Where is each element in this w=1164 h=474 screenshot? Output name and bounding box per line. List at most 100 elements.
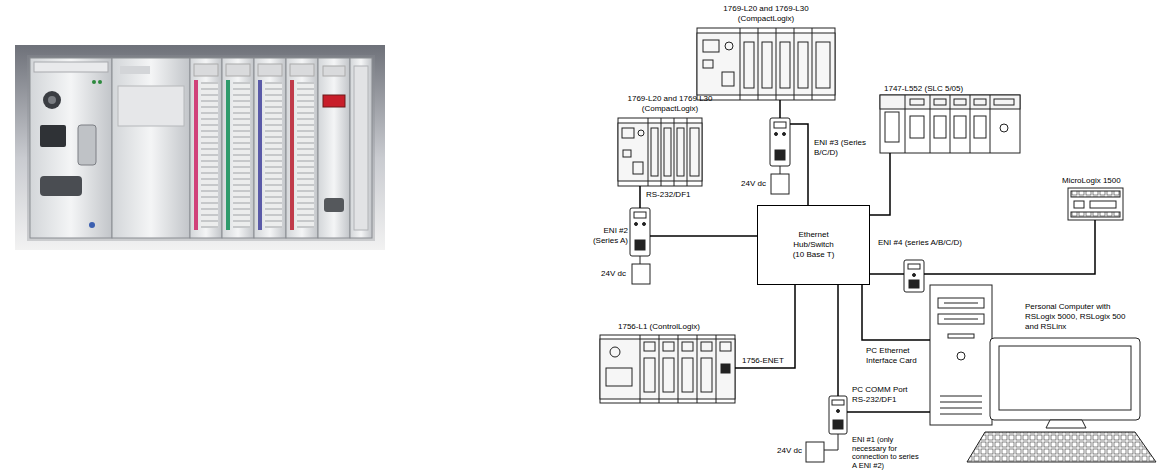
plc-photo-part bbox=[27, 55, 375, 241]
plc-photo bbox=[15, 45, 385, 250]
compactlogix-drawing-part bbox=[697, 28, 835, 100]
plc-photo-part bbox=[323, 66, 345, 76]
computer-drawing-part bbox=[944, 303, 978, 319]
controllogix-drawing-part bbox=[644, 358, 655, 392]
slc-drawing-part bbox=[934, 99, 946, 105]
slc-drawing-part bbox=[954, 116, 966, 138]
compactlogix-drawing bbox=[618, 118, 702, 186]
compactlogix-drawing bbox=[697, 28, 835, 100]
eni-adapter: ENI #4 (series A/B/C/D) bbox=[904, 260, 924, 292]
compactlogix-drawing-part bbox=[633, 162, 643, 174]
network-cable bbox=[650, 235, 757, 237]
device-label: ENI #4 (series A/B/C/D) bbox=[878, 238, 998, 248]
compactlogix-drawing-part bbox=[816, 42, 830, 88]
plc-photo-part bbox=[265, 82, 282, 228]
controllogix-drawing-part bbox=[640, 335, 716, 403]
eni-drawing-part bbox=[908, 264, 920, 269]
eni-drawing-part bbox=[829, 396, 847, 434]
plc-photo-part bbox=[290, 80, 294, 230]
eni-drawing-part bbox=[635, 223, 638, 226]
compactlogix-drawing-part bbox=[780, 42, 790, 88]
plc-device: 1756-L1 (ControlLogix) bbox=[600, 335, 735, 403]
plc-photo-part bbox=[34, 62, 108, 72]
slc-drawing-part bbox=[910, 99, 924, 105]
eni-drawing-part bbox=[904, 260, 924, 292]
plc-device: 1769-L20 and 1769-L30 (CompactLogix) bbox=[697, 28, 835, 100]
compactlogix-drawing-part bbox=[703, 60, 713, 68]
box-label: Ethernet Hub/Switch (10 Base T) bbox=[788, 230, 840, 260]
compactlogix-drawing-part bbox=[622, 128, 634, 138]
compactlogix-drawing-part bbox=[798, 42, 808, 88]
compactlogix-drawing-part bbox=[697, 33, 835, 95]
slc-drawing-part bbox=[934, 116, 946, 138]
eni-drawing-part bbox=[774, 122, 786, 128]
slc-drawing-part bbox=[905, 95, 990, 153]
plc-photo-part bbox=[323, 95, 345, 107]
slc-drawing-part bbox=[885, 112, 899, 142]
eni-drawing-part bbox=[630, 208, 650, 256]
controllogix-drawing-part bbox=[701, 342, 712, 351]
slc-drawing-part bbox=[1000, 124, 1008, 132]
compactlogix-drawing-part bbox=[762, 42, 772, 88]
plc-photo-part bbox=[201, 82, 218, 228]
slc-drawing-part bbox=[974, 99, 986, 105]
controllogix-drawing-part bbox=[721, 364, 730, 373]
controllogix-drawing-part bbox=[606, 368, 632, 386]
eni-drawing-part bbox=[837, 410, 840, 413]
eni-adapter: ENI #3 (Series B/C/D) bbox=[770, 118, 790, 166]
power-supply-drawing-part bbox=[824, 434, 838, 450]
eni-drawing-part bbox=[635, 240, 645, 250]
plc-photo-part bbox=[290, 64, 314, 76]
plc-photo-part bbox=[286, 58, 318, 238]
device-label: ENI #2 (Series A) bbox=[584, 226, 628, 246]
plc-photo-part bbox=[30, 58, 112, 238]
plc-photo-part bbox=[254, 58, 286, 238]
eni-drawing-part bbox=[643, 223, 646, 226]
computer-drawing-part bbox=[957, 352, 965, 360]
device-label: 1769-L20 and 1769-L30 (CompactLogix) bbox=[716, 4, 816, 24]
network-cable bbox=[862, 285, 930, 340]
power-supply-drawing-part bbox=[640, 256, 641, 264]
connection-label: PC COMM Port RS-232/DF1 bbox=[852, 385, 916, 405]
plc-photo-part bbox=[15, 45, 385, 250]
plc-photo-part bbox=[78, 125, 96, 165]
eni-drawing-part bbox=[909, 280, 919, 288]
eni-drawing-part bbox=[634, 212, 646, 218]
device-label: 1747-L552 (SLC 5/05) bbox=[884, 84, 1014, 94]
network-cable bbox=[735, 285, 795, 368]
plc-photo-part bbox=[222, 58, 254, 238]
plc-device: 1769-L20 and 1769 L30 (CompactLogix) bbox=[618, 118, 702, 186]
computer-drawing-part bbox=[967, 432, 1156, 462]
network-cable bbox=[870, 153, 890, 215]
controllogix-drawing-part bbox=[644, 342, 655, 351]
compactlogix-drawing-part bbox=[740, 28, 812, 100]
connection-label: PC Ethernet Interface Card bbox=[866, 346, 928, 366]
device-label: ENI #3 (Series B/C/D) bbox=[814, 138, 876, 158]
eni-drawing-part bbox=[775, 150, 785, 160]
plc-photo-part bbox=[226, 64, 250, 76]
device-label: Personal Computer with RSLogix 5000, RSL… bbox=[1025, 302, 1137, 332]
eni-adapter: ENI #1 (only necessary for connection to… bbox=[829, 396, 847, 434]
device-label: ENI #1 (only necessary for connection to… bbox=[852, 436, 924, 470]
plc-photo-part bbox=[350, 58, 372, 238]
eni-drawing-part bbox=[783, 133, 786, 136]
controllogix-drawing-part bbox=[682, 342, 693, 351]
computer-drawing-part bbox=[948, 334, 974, 338]
power-supply-drawing-part bbox=[771, 174, 789, 194]
power-supply-drawing-part bbox=[632, 264, 650, 284]
plc-device: 1747-L552 (SLC 5/05) bbox=[880, 95, 1020, 153]
network-cable bbox=[790, 124, 808, 205]
controllogix-drawing-part bbox=[610, 347, 620, 357]
plc-photo-part bbox=[318, 58, 350, 238]
plc-photo-part bbox=[194, 64, 218, 76]
plc-photo-part bbox=[354, 66, 368, 230]
plc-photo-part bbox=[92, 80, 96, 84]
micrologix-drawing-part bbox=[1071, 212, 1120, 217]
compactlogix-drawing-part bbox=[618, 118, 702, 186]
plc-photo-part bbox=[98, 80, 102, 84]
network-cable bbox=[779, 100, 781, 118]
micrologix-drawing bbox=[1068, 188, 1123, 220]
eni-drawing-part bbox=[833, 420, 843, 429]
eni-adapter: ENI #2 (Series A) bbox=[630, 208, 650, 256]
